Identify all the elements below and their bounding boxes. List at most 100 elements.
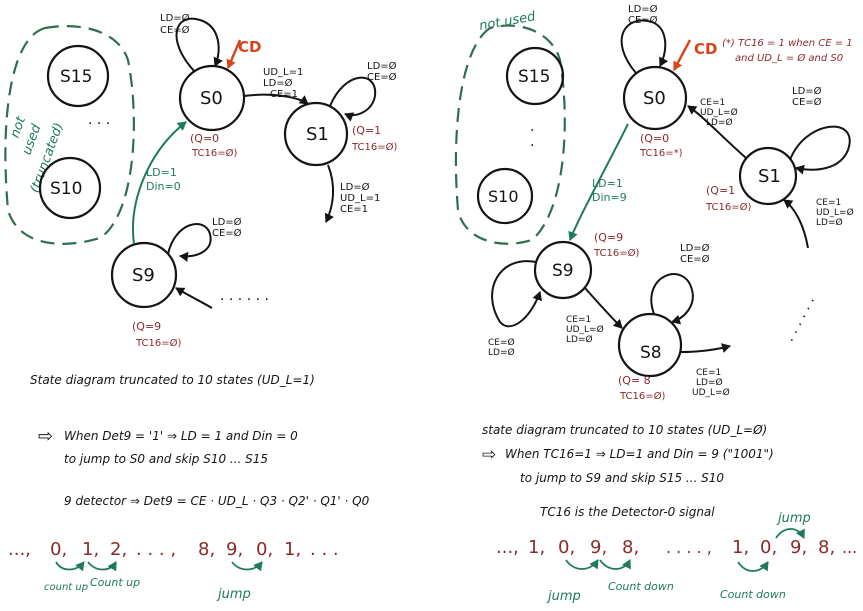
- left-state-s9-label: S9: [132, 265, 155, 286]
- left-s0s1-udl: UD_L=1: [263, 67, 303, 78]
- right-diag-dots: . . . . . .: [781, 293, 818, 344]
- right-not-used-region: [454, 24, 566, 245]
- right-s1in-udl: UD_L=Ø: [816, 207, 854, 218]
- right-jump-arc-1: [565, 559, 599, 570]
- left-seq-0: ...,: [8, 539, 31, 560]
- right-s9s8-udl: UD_L=Ø: [566, 324, 604, 335]
- right-state-s1-label: S1: [758, 166, 781, 187]
- left-s0s1-ce: CE=1: [270, 89, 298, 100]
- right-s1s0-ce: CE=1: [700, 98, 725, 108]
- right-s9-to-s8-arrow: [584, 287, 623, 329]
- left-state-s1: [283, 101, 349, 167]
- right-s8out-ce: CE=1: [696, 368, 721, 378]
- left-s0-self-loop: [175, 17, 223, 73]
- left-note-detector: 9 detector ⇒ Det9 = CE · UD_L · Q3 · Q2'…: [64, 494, 370, 508]
- right-s1-self-ce: CE=Ø: [792, 96, 822, 108]
- right-seq-9: 8,: [818, 537, 835, 558]
- right-countdown-label-1: Count down: [608, 580, 674, 593]
- left-seq-1: 0,: [50, 539, 67, 560]
- right-note-arrow-icon: ⇨: [482, 445, 496, 465]
- right-state-s15: [505, 46, 565, 106]
- left-state-s10: [38, 156, 102, 220]
- right-s1-output-tc: TC16=Ø): [705, 201, 751, 213]
- left-s1-self-ce: CE=Ø: [367, 71, 397, 83]
- right-countdown-arc-2: [737, 561, 769, 572]
- right-state-s9-label: S9: [552, 261, 574, 281]
- left-jump-din: Din=0: [146, 180, 181, 193]
- right-s0-output-tc: TC16=*): [639, 148, 683, 159]
- left-s9-self-loop: [167, 223, 212, 262]
- right-state-s0-label: S0: [643, 88, 666, 109]
- left-vertical-dots: · · ·: [88, 116, 110, 132]
- right-state-s9: [533, 240, 593, 300]
- right-cd-note-1: (*) TC16 = 1 when CE = 1: [722, 38, 853, 49]
- right-state-s10: [476, 167, 534, 225]
- right-state-s8-label: S8: [640, 343, 662, 363]
- right-seq-1: 1,: [528, 537, 545, 558]
- left-countup-arc-2: [87, 561, 117, 572]
- right-seq-8: 9,: [790, 537, 807, 558]
- right-s1-output-q: (Q=1: [706, 184, 735, 197]
- right-s8out-udl: UD_L=Ø: [692, 387, 730, 398]
- left-jump-arc: [231, 561, 263, 572]
- right-diagram: not used S15 · · S10 S0 LD=Ø CE=Ø CD (*)…: [454, 3, 857, 604]
- right-s0-self-loop: [620, 19, 669, 74]
- right-vertical-dots: ·: [530, 123, 534, 139]
- right-note-when: When TC16=1 ⇒ LD=1 and Din = 9 ("1001"): [505, 447, 774, 461]
- left-s1-output-q: (Q=1: [352, 124, 381, 137]
- left-countup-label-2: Count up: [90, 576, 140, 589]
- right-jump-din: Din=9: [592, 191, 627, 204]
- right-s0-self-ce: CE=Ø: [628, 14, 658, 26]
- left-seq-8: 1,: [284, 539, 301, 560]
- left-seq-6: 9,: [226, 539, 243, 560]
- left-jump-label: jump: [216, 587, 251, 602]
- left-into-s9-arrow: [175, 287, 213, 309]
- right-s0-self-ld: LD=Ø: [628, 3, 658, 15]
- right-s1-self-loop: [789, 125, 851, 175]
- right-seq-3: 9,: [590, 537, 607, 558]
- left-s0-to-s1-arrow: [243, 93, 309, 105]
- right-s1-in-arrow: [783, 199, 809, 249]
- right-state-s15-label: S15: [518, 67, 550, 87]
- right-cd-label: CD: [694, 40, 717, 58]
- right-seq-0: ...,: [496, 537, 519, 558]
- left-seq-5: 8,: [198, 539, 215, 560]
- left-note-when: When Det9 = '1' ⇒ LD = 1 and Din = 0: [64, 429, 298, 443]
- left-seq-9: . . .: [310, 539, 339, 560]
- left-s9-self-ld: LD=Ø: [212, 216, 242, 228]
- left-s1-self-ld: LD=Ø: [367, 60, 397, 72]
- left-s9-output-q: (Q=9: [132, 320, 161, 333]
- right-jump-label-2: jump: [776, 511, 811, 526]
- left-s9-output-tc: TC16=Ø): [135, 337, 181, 349]
- left-jump-arrow: [132, 121, 187, 245]
- right-note-tc16: TC16 is the Detector-0 signal: [540, 505, 715, 519]
- left-s0-output-q: (Q=0: [190, 132, 219, 145]
- right-s1in-ld: LD=Ø: [816, 217, 843, 228]
- right-state-s10-label: S10: [488, 187, 519, 206]
- left-s1down-ce: CE=1: [340, 204, 368, 215]
- right-s1-to-s0-arrow: [687, 105, 747, 159]
- left-s9-self-ce: CE=Ø: [212, 227, 242, 239]
- right-seq-4: 8,: [622, 537, 639, 558]
- left-state-s10-label: S10: [50, 179, 82, 199]
- right-s8-output-tc: TC16=Ø): [619, 390, 665, 402]
- right-s8-self-loop: [650, 273, 694, 325]
- right-not-used-label: not used: [478, 9, 537, 34]
- right-state-s0: [622, 65, 688, 131]
- left-dots: . . . . . .: [220, 288, 269, 304]
- left-jump-ld: LD=1: [146, 166, 177, 179]
- right-note-truncated: state diagram truncated to 10 states (UD…: [482, 423, 767, 437]
- left-not-used-region: [4, 25, 135, 245]
- left-s1-down-arrow: [324, 164, 334, 223]
- left-state-s15: [46, 44, 110, 108]
- right-vertical-dots-2: ·: [530, 138, 534, 154]
- right-jump-arrow: [568, 123, 629, 241]
- left-s0-self-ld: LD=Ø: [160, 12, 190, 24]
- right-s1s0-ld: LD=Ø: [706, 117, 733, 128]
- left-seq-2: 1,: [82, 539, 99, 560]
- left-countup-arc-1: [55, 561, 85, 572]
- left-s1down-udl: UD_L=1: [340, 193, 380, 204]
- right-seq-5: . . . . ,: [666, 538, 712, 557]
- right-jump-label-1: jump: [546, 589, 581, 604]
